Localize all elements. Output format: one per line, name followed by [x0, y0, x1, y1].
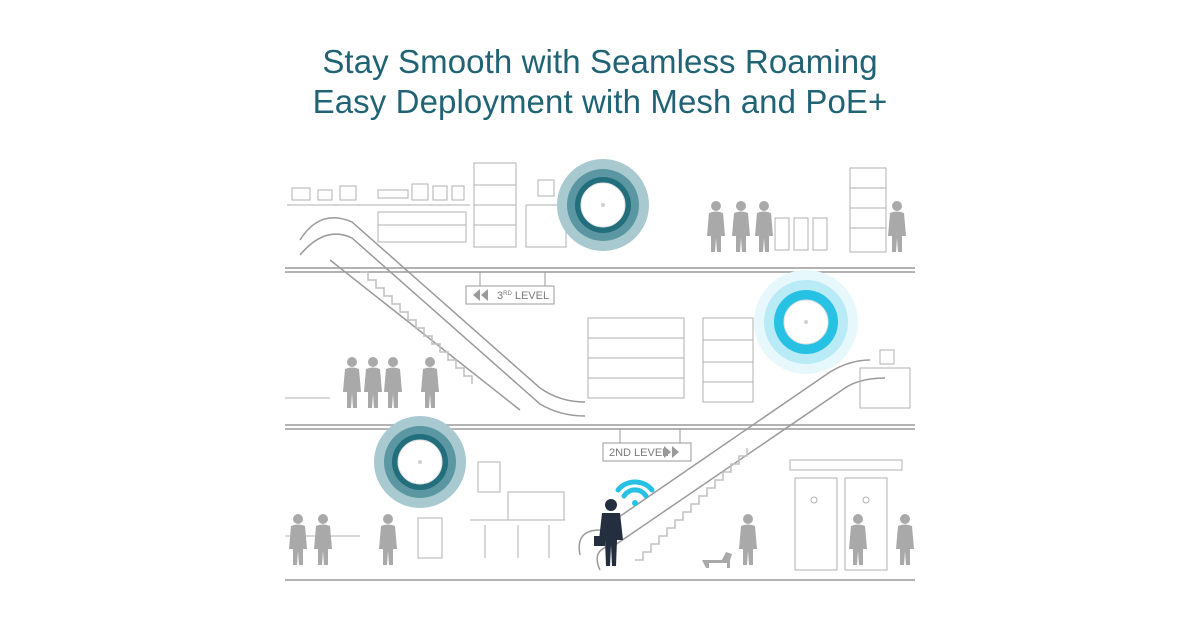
access-point-icon — [754, 270, 858, 374]
third-level-sign: 3RD LEVEL — [465, 272, 555, 305]
access-point-icon — [374, 416, 466, 508]
second-level-sign: 2ND LEVEL — [602, 429, 692, 462]
escalator-lower — [578, 359, 886, 571]
headline-line-1: Stay Smooth with Seamless Roaming — [322, 43, 878, 80]
dog-icon — [702, 552, 732, 568]
middle-floor-shelves — [285, 317, 911, 409]
middle-floor-people — [343, 357, 439, 408]
wifi-icon — [615, 479, 655, 506]
bottom-floor-cafe — [285, 459, 903, 571]
access-point-icon — [557, 159, 649, 251]
headline-line-2: Easy Deployment with Mesh and PoE+ — [312, 83, 888, 120]
top-floor-shelves — [287, 162, 887, 253]
headline: Stay Smooth with Seamless Roaming Easy D… — [0, 42, 1200, 122]
second-level-label: 2ND LEVEL — [609, 447, 668, 459]
escalator-upper — [299, 217, 586, 417]
user-with-phone — [594, 499, 623, 566]
third-level-label: 3RD LEVEL — [497, 290, 549, 302]
top-floor-people — [707, 201, 906, 252]
